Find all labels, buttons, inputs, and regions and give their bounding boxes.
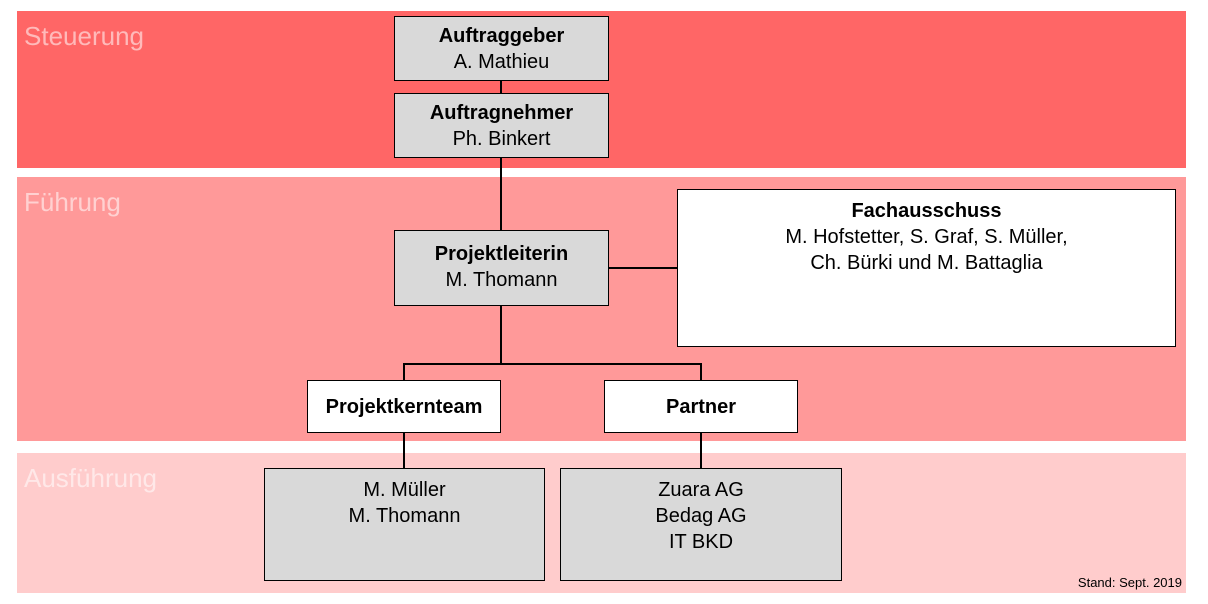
footnote-stand: Stand: Sept. 2019 bbox=[1077, 575, 1182, 590]
connector-auftragnehmer-projektleiterin bbox=[500, 157, 502, 231]
projektleiterin-box: Projektleiterin M. Thomann bbox=[394, 230, 609, 306]
auftragnehmer-title: Auftragnehmer bbox=[429, 102, 574, 124]
partner-member-1: Zuara AG bbox=[658, 479, 744, 501]
partner-member-3: IT BKD bbox=[668, 531, 734, 553]
projektleiterin-name: M. Thomann bbox=[445, 269, 558, 291]
band-label-fuehrung: Führung bbox=[24, 187, 121, 217]
fachausschuss-members-line1: M. Hofstetter, S. Graf, S. Müller, bbox=[785, 226, 1068, 248]
connector-partner-members bbox=[700, 432, 702, 469]
fachausschuss-title: Fachausschuss bbox=[851, 200, 1002, 222]
band-label-steuerung: Steuerung bbox=[24, 21, 144, 51]
projektkernteam-title: Projektkernteam bbox=[325, 396, 483, 418]
band-label-ausfuehrung: Ausführung bbox=[24, 463, 157, 493]
connector-to-partner bbox=[700, 363, 702, 381]
auftraggeber-box: Auftraggeber A. Mathieu bbox=[394, 16, 609, 81]
connector-horizontal-split bbox=[403, 363, 702, 365]
partner-members-box: Zuara AG Bedag AG IT BKD bbox=[560, 468, 842, 581]
kernteam-members-box: M. Müller M. Thomann bbox=[264, 468, 545, 581]
partner-box: Partner bbox=[604, 380, 798, 433]
connector-kernteam-members bbox=[403, 432, 405, 469]
auftragnehmer-name: Ph. Binkert bbox=[452, 128, 551, 150]
auftraggeber-title: Auftraggeber bbox=[438, 25, 565, 47]
fachausschuss-members-line2: Ch. Bürki und M. Battaglia bbox=[810, 252, 1043, 274]
connector-auftraggeber-auftragnehmer bbox=[500, 80, 502, 94]
auftragnehmer-box: Auftragnehmer Ph. Binkert bbox=[394, 93, 609, 158]
connector-projektleiterin-down bbox=[500, 305, 502, 364]
kernteam-member-1: M. Müller bbox=[363, 479, 446, 501]
projektkernteam-box: Projektkernteam bbox=[307, 380, 501, 433]
fachausschuss-box: Fachausschuss M. Hofstetter, S. Graf, S.… bbox=[677, 189, 1176, 347]
partner-title: Partner bbox=[665, 396, 737, 418]
kernteam-member-2: M. Thomann bbox=[348, 505, 461, 527]
connector-projektleiterin-fachausschuss bbox=[609, 267, 677, 269]
auftraggeber-name: A. Mathieu bbox=[453, 51, 550, 73]
projektleiterin-title: Projektleiterin bbox=[434, 243, 569, 265]
partner-member-2: Bedag AG bbox=[655, 505, 747, 527]
connector-to-projektkernteam bbox=[403, 363, 405, 381]
